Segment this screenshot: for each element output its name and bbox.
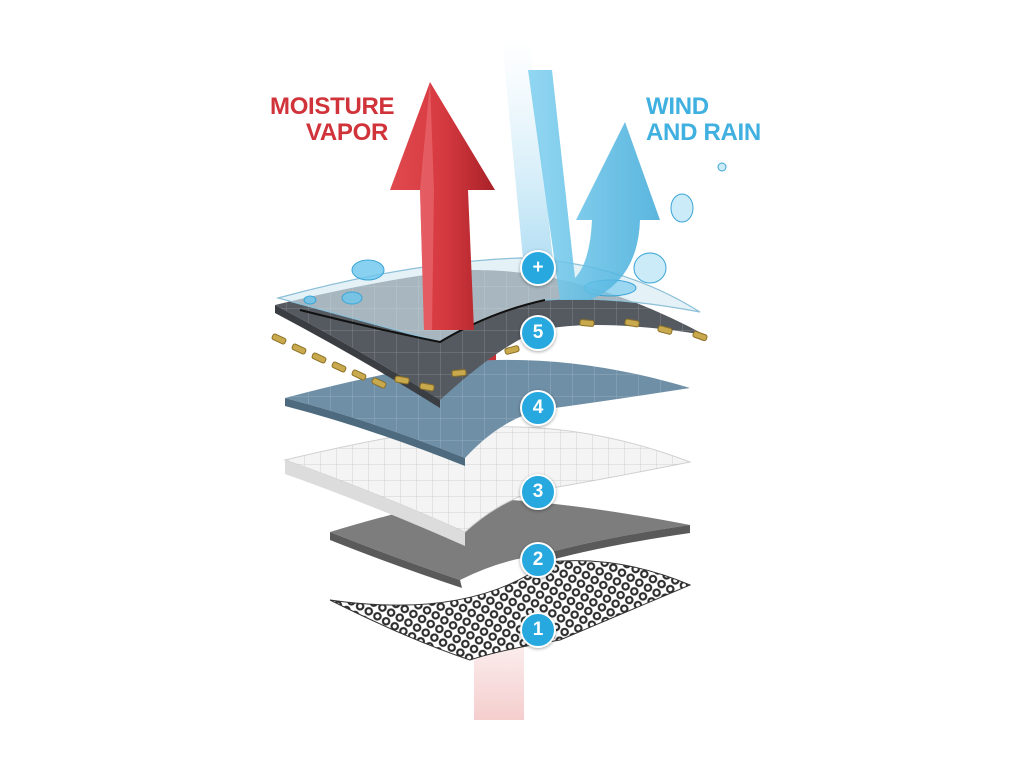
- layer-3-edge: [285, 460, 465, 546]
- up-arrow-highlight: [420, 82, 434, 330]
- moisture-vapor-label: MOISTURE VAPOR: [270, 93, 395, 146]
- badge-plus: +: [520, 250, 556, 286]
- wind-trail: [502, 40, 556, 290]
- deflected-arrow-icon: [528, 70, 660, 300]
- moisture-label-line-2: VAPOR: [305, 119, 388, 146]
- wind-label-line-1: WIND: [646, 93, 709, 120]
- layer-2-edge: [330, 532, 462, 588]
- layer-2-right-edge: [540, 525, 690, 563]
- water-droplet-icon: [303, 162, 727, 305]
- coating-edge-line: [299, 299, 546, 344]
- badge-1: 1: [520, 612, 556, 648]
- badge-2: 2: [520, 542, 556, 578]
- badge-5: 5: [520, 315, 556, 351]
- badge-4: 4: [520, 390, 556, 426]
- rivet-row: [271, 318, 708, 392]
- layer-3-grid: [285, 426, 690, 532]
- layer-4-edge: [285, 398, 465, 466]
- moisture-label-line-1: MOISTURE: [270, 93, 395, 120]
- wind-label-line-2: AND RAIN: [646, 119, 761, 146]
- up-arrow-icon: [390, 82, 495, 330]
- layer-1-mesh: [329, 560, 692, 661]
- badge-3: 3: [520, 474, 556, 510]
- wind-and-rain-label: WIND AND RAIN: [646, 94, 786, 146]
